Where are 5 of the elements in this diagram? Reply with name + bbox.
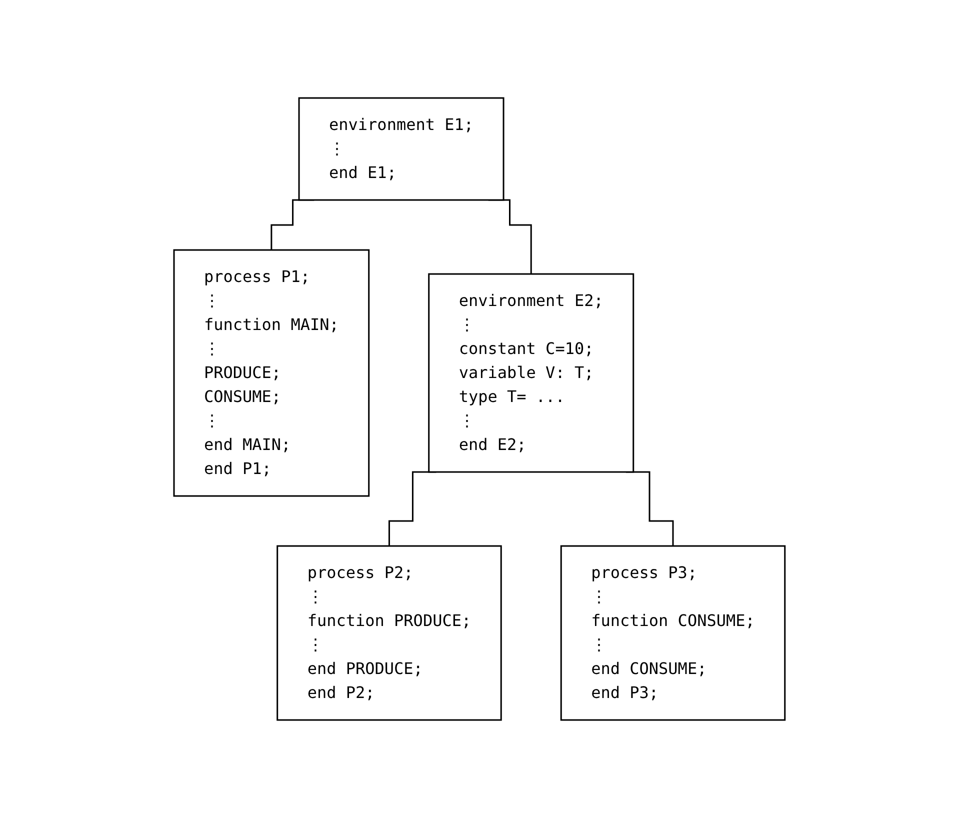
node-box: environment E1; ⋮ end E1; bbox=[298, 96, 504, 200]
node-box: environment E2; ⋮ constant C=10; variable V: T; type T= ... ⋮ end E2; bbox=[428, 272, 634, 472]
node-box: process P1; ⋮ function MAIN; ⋮ PRODUCE; CONSUME; ⋮ end MAIN; end P1; bbox=[173, 248, 370, 496]
node-box: process P2; ⋮ function PRODUCE; ⋮ end PRODUCE; end P2; bbox=[276, 544, 502, 720]
node-box: process P3; ⋮ function CONSUME; ⋮ end CONSUME; end P3; bbox=[560, 544, 786, 720]
